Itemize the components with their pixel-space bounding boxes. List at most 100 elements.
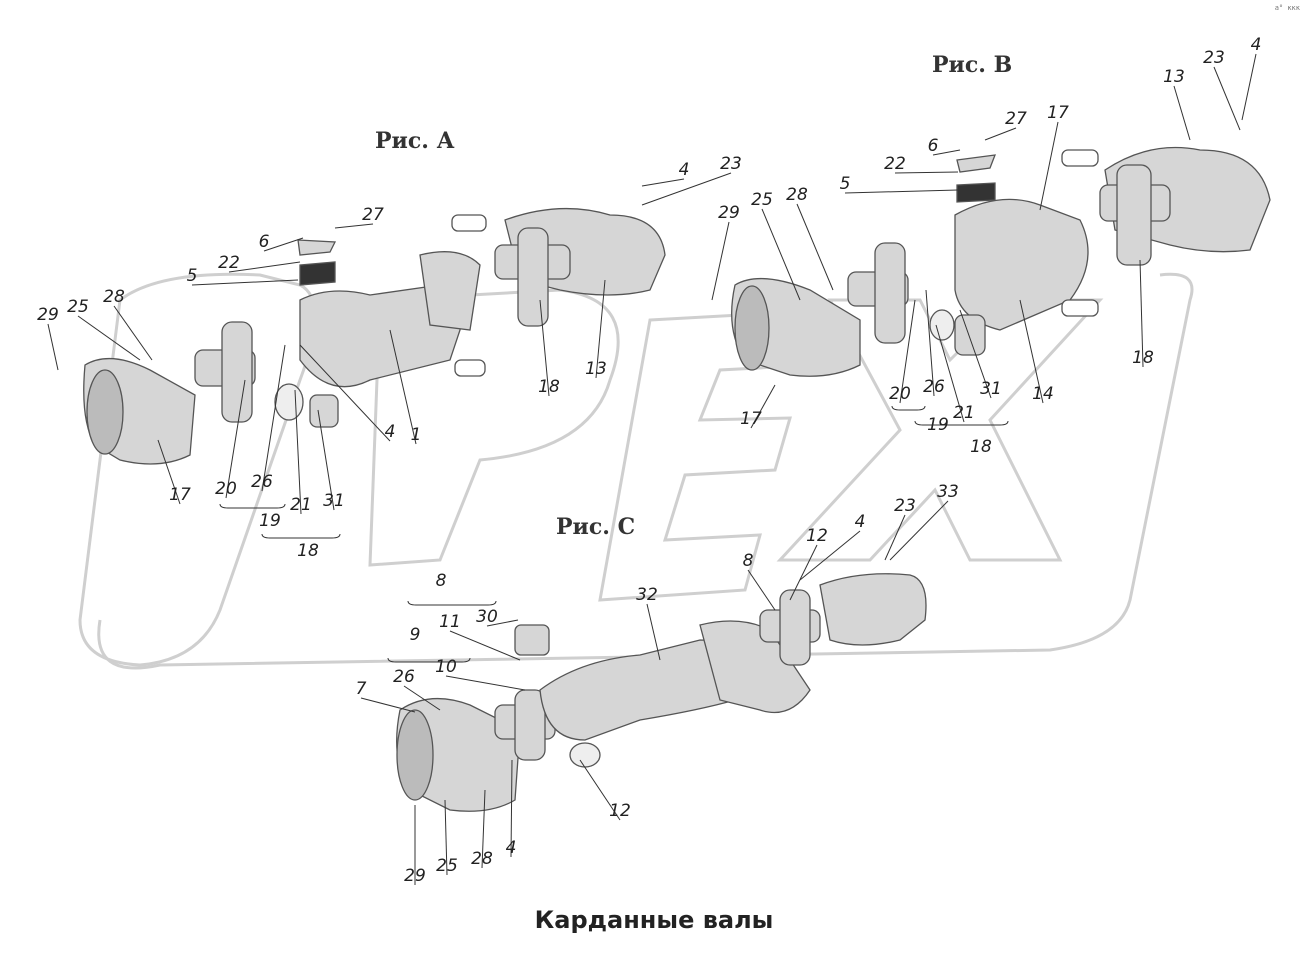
leader-lines [47, 53, 1257, 885]
seal-disc-b [929, 309, 955, 341]
part-label-a-18: 18 [297, 541, 319, 561]
lock-plate-a [299, 261, 336, 286]
lock-plate-b [956, 182, 996, 203]
part-label-b-17: 17 [1047, 103, 1069, 123]
part-label-b-28: 28 [786, 185, 808, 205]
part-label-c-4: 4 [855, 512, 866, 532]
part-label-b-18: 18 [970, 437, 992, 457]
leader-line [1139, 259, 1144, 368]
leader-line [1241, 53, 1257, 121]
leader-line [899, 299, 916, 404]
leader-line [317, 409, 335, 511]
part-label-a-26: 26 [251, 472, 273, 492]
part-label-c-32: 32 [636, 585, 658, 605]
part-label-b-22: 22 [884, 154, 906, 174]
flange-face-b [734, 285, 770, 371]
leader-line [1039, 121, 1059, 211]
part-label-b-13: 13 [1163, 67, 1185, 87]
leader-line [641, 178, 685, 187]
leader-line [1213, 66, 1241, 131]
corner-mark: а° ккк [1274, 4, 1300, 12]
part-label-b-27: 27 [1005, 109, 1027, 129]
bearing-cap-a-bottom [454, 359, 486, 377]
part-label-a-19: 19 [259, 511, 281, 531]
part-label-c-4: 4 [506, 838, 517, 858]
leader-line [1173, 85, 1191, 141]
leader-line [403, 685, 441, 711]
leader-line [1019, 299, 1044, 404]
bearing-cup-b [954, 314, 986, 356]
part-label-b-6: 6 [928, 136, 939, 156]
leader-line [579, 759, 621, 821]
group-bracket [914, 420, 1009, 426]
group-bracket [387, 657, 471, 663]
part-label-c-10: 10 [435, 657, 457, 677]
part-label-c-26: 26 [393, 667, 415, 687]
flange-face-a [86, 369, 124, 455]
part-label-b-14: 14 [1032, 384, 1054, 404]
bearing-cup-a [309, 394, 339, 428]
leader-line [747, 569, 776, 611]
leader-line [539, 299, 550, 397]
leader-line [113, 305, 153, 361]
leader-line [334, 223, 374, 229]
part-label-a-18: 18 [538, 377, 560, 397]
part-label-a-17: 17 [169, 485, 191, 505]
bushing-c [514, 624, 550, 656]
figure-c-parts [396, 573, 927, 812]
bearing-cap-b-top [1061, 149, 1099, 167]
leader-line [711, 221, 730, 301]
part-label-b-18: 18 [1132, 348, 1154, 368]
watermark-letter-x [776, 298, 1104, 562]
yoke-a-right [419, 251, 481, 331]
part-label-a-13: 13 [585, 359, 607, 379]
part-label-a-20: 20 [215, 479, 237, 499]
shaft-tube-c [539, 639, 736, 741]
part-label-c-8: 8 [743, 551, 754, 571]
part-label-c-12: 12 [609, 801, 631, 821]
cross-spider-b-vertical [874, 242, 906, 344]
leader-line [894, 171, 959, 174]
leader-line [984, 127, 1017, 141]
part-label-b-23: 23 [1203, 48, 1225, 68]
group-bracket [891, 405, 926, 411]
leader-line [925, 289, 935, 397]
leader-line [761, 208, 801, 301]
part-label-b-5: 5 [840, 174, 851, 194]
leader-line [595, 279, 606, 379]
watermark-letter-p [368, 288, 620, 567]
leader-line [360, 697, 416, 713]
cross-spider-c-right-vertical [779, 589, 811, 666]
flange-face-c [396, 709, 434, 801]
leader-line [844, 189, 959, 194]
part-label-c-23: 23 [894, 496, 916, 516]
part-label-a-6: 6 [259, 232, 270, 252]
part-label-c-12: 12 [806, 526, 828, 546]
part-label-a-4: 4 [385, 422, 396, 442]
part-label-b-26: 26 [923, 377, 945, 397]
cross-spider-c-vertical [514, 689, 546, 761]
part-label-c-33: 33 [937, 482, 959, 502]
group-bracket [261, 533, 341, 539]
leader-line [389, 329, 417, 445]
leader-line [444, 799, 448, 876]
seal-disc-c [569, 742, 601, 768]
part-label-b-4: 4 [679, 160, 690, 180]
shim-plate-b [956, 154, 996, 173]
cross-spider-b-right-vertical [1116, 164, 1152, 266]
part-label-b-20: 20 [889, 384, 911, 404]
part-label-a-1: 1 [411, 425, 422, 445]
part-label-b-29: 29 [718, 203, 740, 223]
leader-line [789, 544, 818, 601]
part-label-a-25: 25 [67, 297, 89, 317]
part-label-b-21: 21 [953, 403, 975, 423]
part-label-a-5: 5 [187, 266, 198, 286]
part-label-a-29: 29 [37, 305, 59, 325]
part-label-a-27: 27 [362, 205, 384, 225]
watermark-letter-o [78, 272, 317, 667]
figure-a-title: Рис. А [375, 128, 455, 154]
bearing-cap-b-bottom [1061, 299, 1099, 317]
slip-yoke-c [699, 620, 811, 714]
